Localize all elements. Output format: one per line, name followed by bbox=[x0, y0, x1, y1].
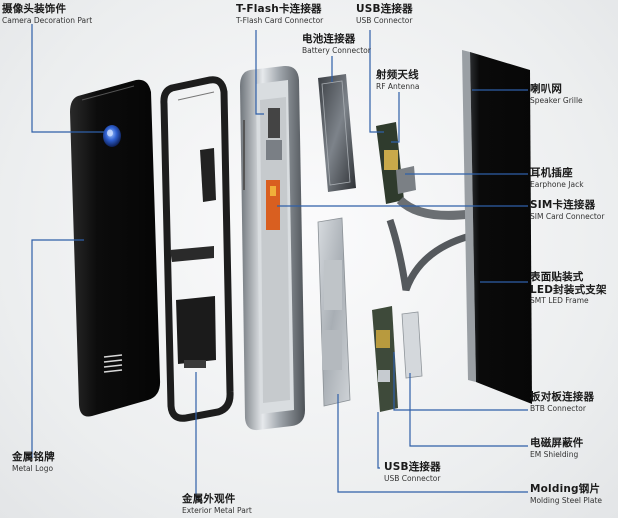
exterior-metal-part bbox=[160, 76, 234, 422]
label-molding-steel-plate: Molding钢片 Molding Steel Plate bbox=[530, 483, 603, 505]
label-earphone-jack: 耳机插座 Earphone Jack bbox=[530, 167, 584, 189]
label-metal-logo: 金属铭牌 Metal Logo bbox=[12, 451, 55, 473]
main-board bbox=[372, 122, 471, 412]
label-usb-connector-top: USB连接器 USB Connector bbox=[356, 3, 413, 25]
label-battery-connector: 电池连接器 Battery Connector bbox=[302, 33, 371, 55]
label-usb-connector-bottom: USB连接器 USB Connector bbox=[384, 461, 441, 483]
camera-lens-icon bbox=[103, 125, 121, 147]
chrome-middle-frame bbox=[240, 65, 305, 431]
label-exterior-metal-part: 金属外观件 Exterior Metal Part bbox=[182, 493, 252, 515]
battery-pack bbox=[318, 74, 356, 192]
label-btb-connector: 板对板连接器 BTB Connector bbox=[530, 391, 595, 413]
em-shielding-part bbox=[401, 311, 423, 379]
back-cover bbox=[70, 79, 161, 417]
label-sim-connector: SIM卡连接器 SIM Card Connector bbox=[530, 199, 605, 221]
label-em-shielding: 电磁屏蔽件 EM Shielding bbox=[530, 437, 584, 459]
label-camera-decoration: 摄像头装饰件 Camera Decoration Part bbox=[2, 3, 93, 25]
speaker-grille-icon bbox=[103, 354, 123, 373]
label-tflash-connector: T-Flash卡连接器 T-Flash Card Connector bbox=[236, 3, 324, 25]
leader-lines bbox=[31, 24, 528, 499]
label-smt-led-frame: 表面贴装式 LED封装式支架 SMT LED Frame bbox=[530, 271, 607, 305]
display-panel bbox=[462, 50, 532, 404]
label-speaker-grille: 喇叭网 Speaker Grille bbox=[530, 83, 583, 105]
molding-steel-plate-part bbox=[317, 217, 351, 407]
label-rf-antenna: 射频天线 RF Antenna bbox=[376, 69, 420, 91]
